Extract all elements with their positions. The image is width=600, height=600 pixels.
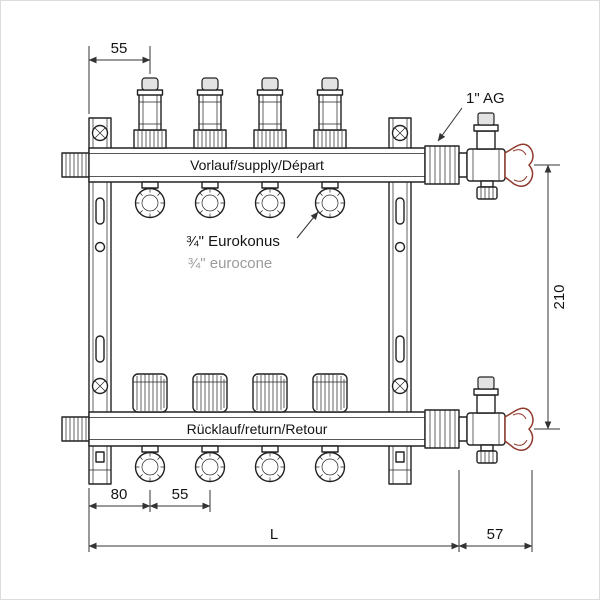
- handwheel-3: [252, 373, 288, 413]
- dim-bottom-offsets: 80 55: [88, 486, 211, 552]
- return-ball-valve: [424, 376, 534, 464]
- dim-total-length: L: [88, 470, 460, 552]
- eurokonus-label: ¾" Eurokonus: [186, 233, 280, 250]
- dim-total-length-value: L: [270, 526, 278, 543]
- dim-left-offset-value: 80: [111, 486, 128, 503]
- supply-outlet-1: [134, 181, 166, 219]
- return-outlet-3: [254, 445, 286, 483]
- leader-arrow: [437, 107, 463, 142]
- return-manifold: Rücklauf/return/Retour: [61, 411, 426, 447]
- actuator-2: [193, 77, 227, 149]
- connection-size-label: 1" AG: [466, 90, 505, 107]
- actuator-4: [313, 77, 347, 149]
- supply-outlet-2: [194, 181, 226, 219]
- dim-outlet-spacing-value: 55: [172, 486, 189, 503]
- dim-top-spacing: 55: [88, 40, 151, 114]
- return-outlet-2: [194, 445, 226, 483]
- eurocone-label: ¾" eurocone: [188, 255, 273, 272]
- eurokonus-note: ¾" Eurokonus ¾" eurocone: [186, 211, 319, 272]
- return-outlet-4: [314, 445, 346, 483]
- male-thread-end: [61, 152, 90, 178]
- return-outlet-1: [134, 445, 166, 483]
- dim-valve-width-value: 57: [487, 526, 504, 543]
- supply-manifold: Vorlauf/supply/Départ: [61, 147, 426, 183]
- handwheel-1: [132, 373, 168, 413]
- dim-valve-width: 57: [458, 470, 533, 552]
- supply-label: Vorlauf/supply/Départ: [190, 157, 324, 173]
- actuator-3: [253, 77, 287, 149]
- dim-top-spacing-value: 55: [111, 40, 128, 57]
- actuator-1: [133, 77, 167, 149]
- supply-ball-valve: [424, 112, 534, 200]
- supply-outlet-3: [254, 181, 286, 219]
- dim-center-height: 210: [534, 164, 568, 430]
- handwheel-2: [192, 373, 228, 413]
- leader-arrow: [296, 211, 319, 239]
- connection-note: 1" AG: [437, 90, 505, 142]
- return-label: Rücklauf/return/Retour: [187, 421, 328, 437]
- handwheel-4: [312, 373, 348, 413]
- dim-center-height-value: 210: [551, 284, 568, 309]
- supply-outlet-4: [314, 181, 346, 219]
